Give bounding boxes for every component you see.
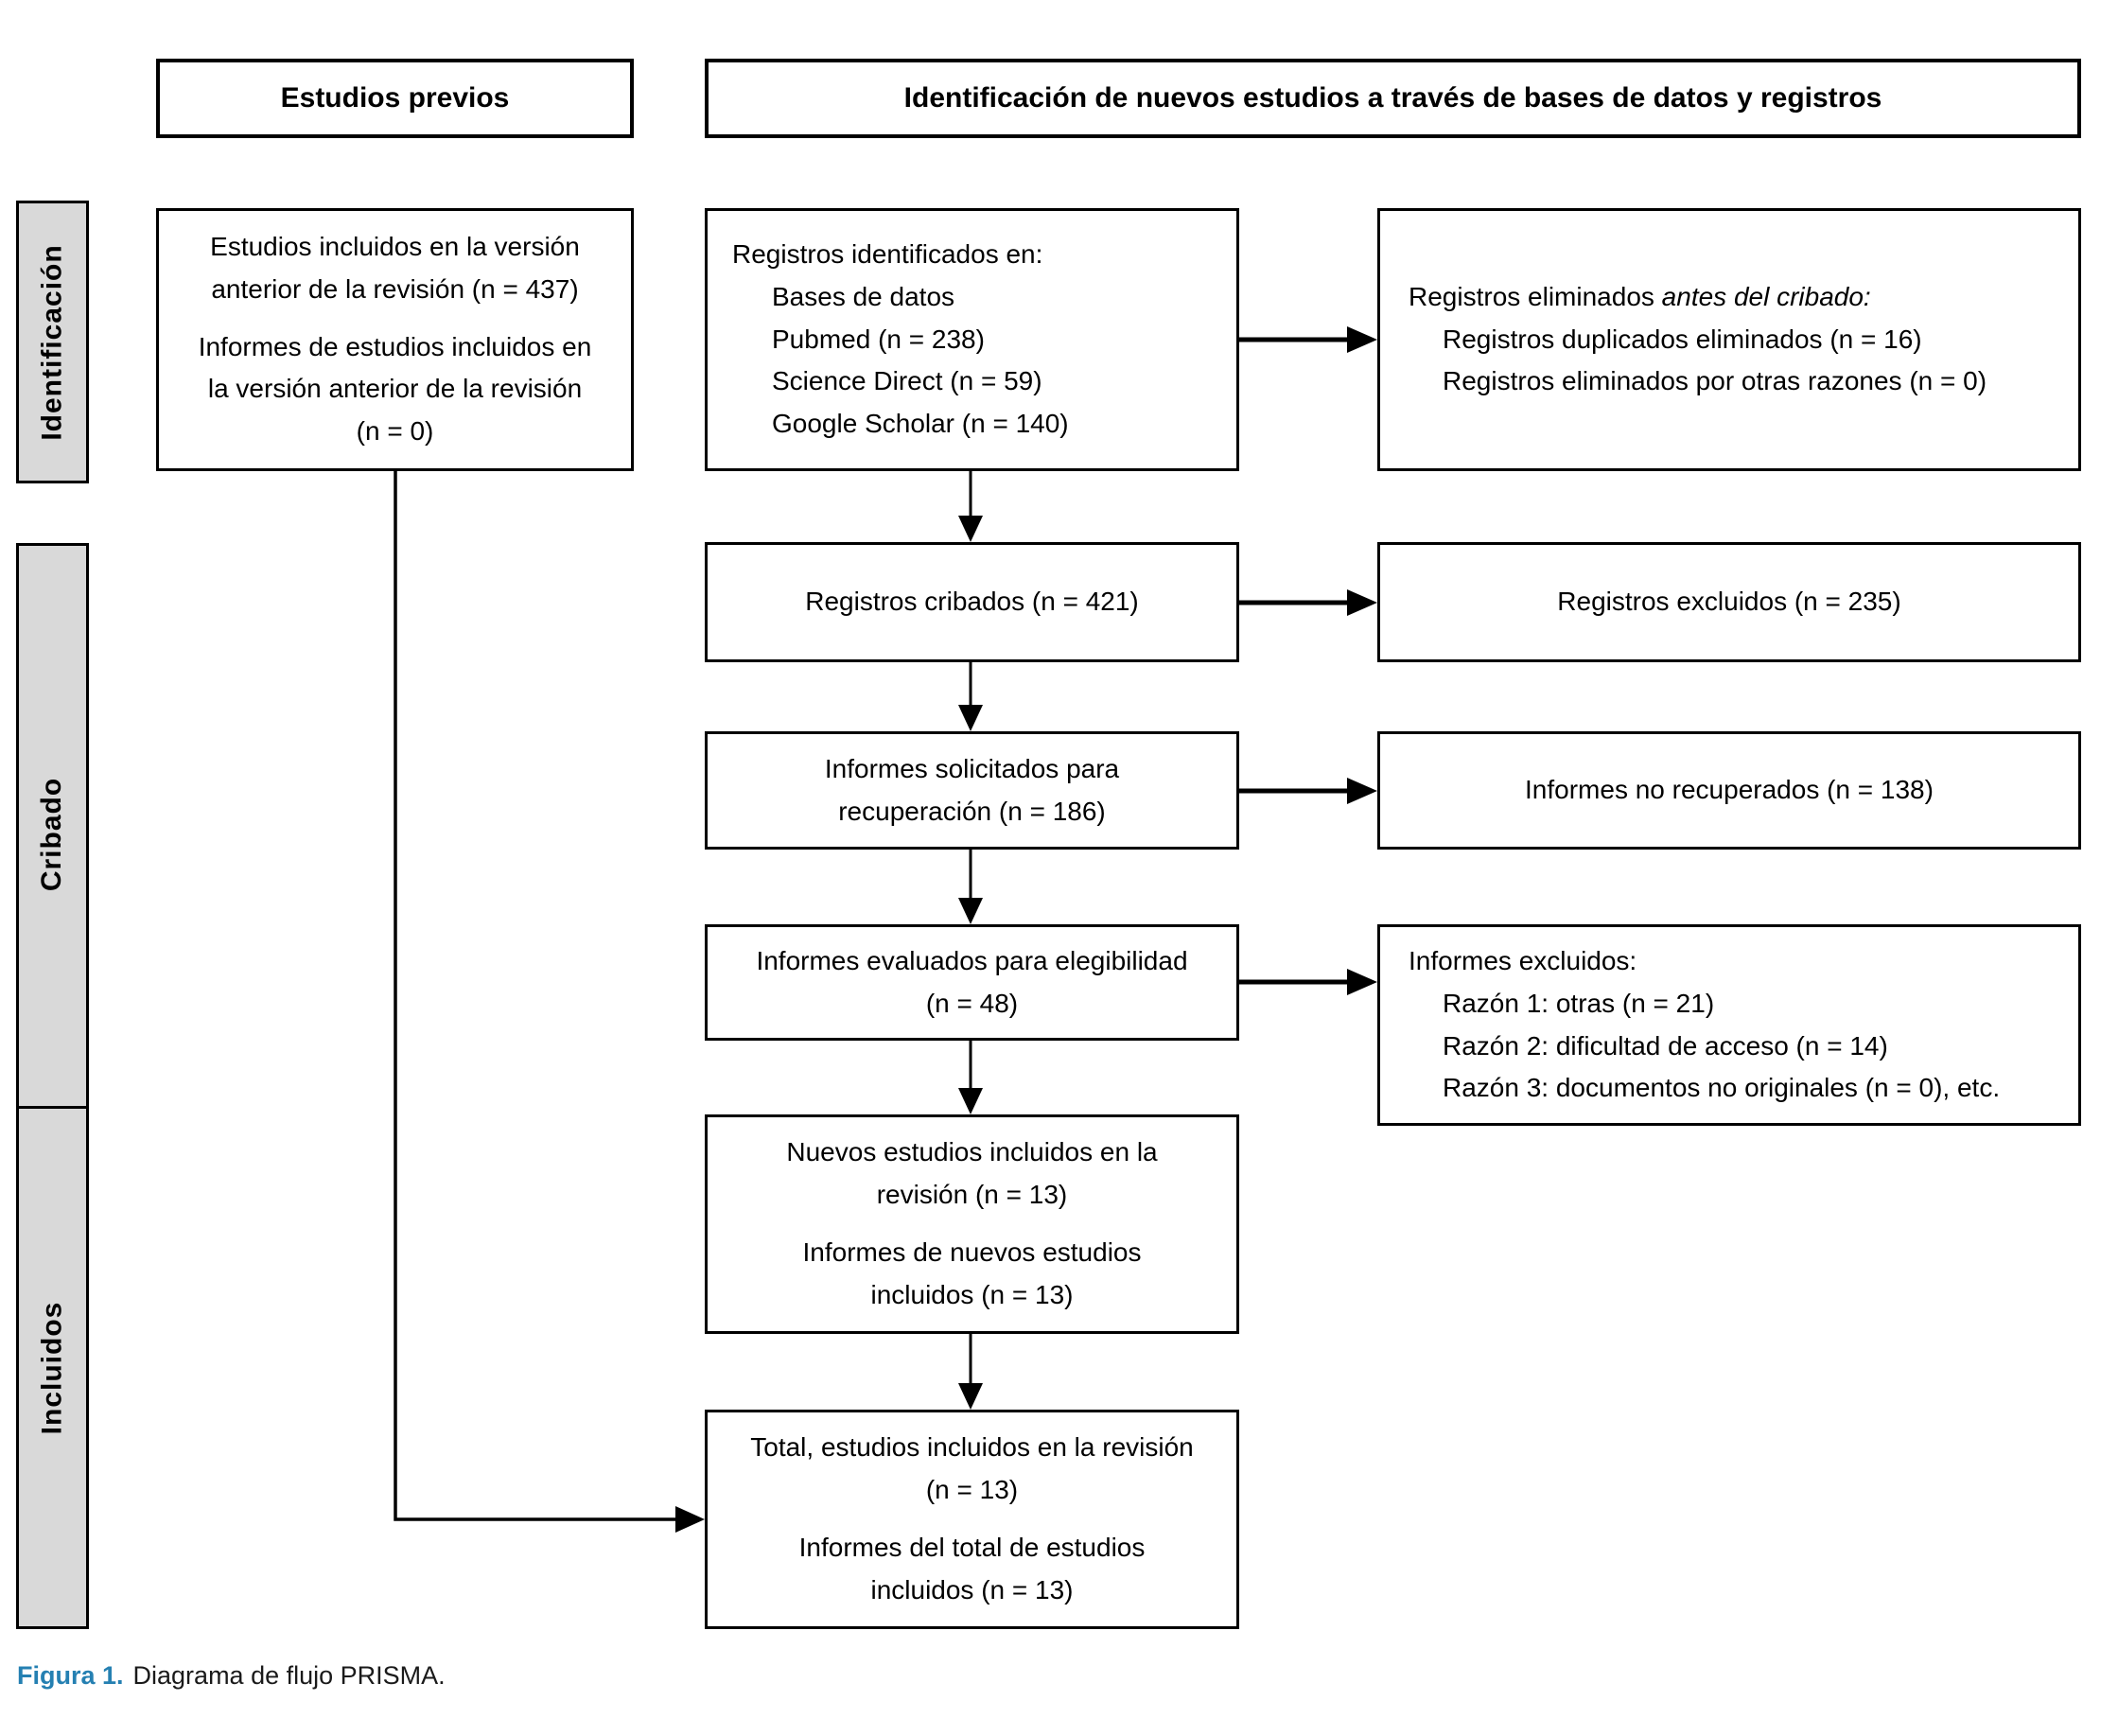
- stage-identification: Identificación: [16, 201, 89, 483]
- box-previous-studies: Estudios incluidos en la versión anterio…: [156, 208, 634, 471]
- box-records-identified: Registros identificados en: Bases de dat…: [705, 208, 1239, 471]
- new-studies-paragraph-1: Nuevos estudios incluidos en la revisión…: [786, 1137, 1158, 1210]
- records-removed-intro: Registros eliminados antes del cribado:: [1409, 276, 1871, 319]
- previous-studies-paragraph-1: Estudios incluidos en la versión anterio…: [210, 232, 580, 304]
- header-previous-studies-label: Estudios previos: [280, 82, 510, 114]
- header-previous-studies: Estudios previos: [156, 59, 634, 138]
- stage-screening: Cribado: [16, 543, 89, 1126]
- stage-identification-label: Identificación: [36, 243, 68, 441]
- header-identification: Identificación de nuevos estudios a trav…: [705, 59, 2081, 138]
- right-arrow: [1239, 326, 1377, 995]
- records-identified-item: Science Direct (n = 59): [772, 366, 1042, 396]
- stage-screening-label: Cribado: [36, 777, 68, 892]
- records-identified-item: Google Scholar (n = 140): [772, 409, 1069, 439]
- box-reports-excluded: Informes excluidos: Razón 1: otras (n = …: [1377, 924, 2081, 1126]
- records-screened-label: Registros cribados (n = 421): [805, 587, 1139, 617]
- reports-excluded-item: Razón 1: otras (n = 21): [1443, 988, 1715, 1018]
- new-studies-paragraph-2: Informes de nuevos estudios incluidos (n…: [802, 1237, 1142, 1309]
- records-removed-item: Registros duplicados eliminados (n = 16): [1443, 324, 1922, 354]
- stage-included-label: Incluidos: [36, 1301, 68, 1434]
- box-reports-sought: Informes solicitados para recuperación (…: [705, 731, 1239, 850]
- box-reports-not-retrieved: Informes no recuperados (n = 138): [1377, 731, 2081, 850]
- reports-sought-label: Informes solicitados para recuperación (…: [824, 753, 1120, 826]
- box-records-excluded: Registros excluidos (n = 235): [1377, 542, 2081, 662]
- elbow-arrow: [394, 471, 705, 1533]
- reports-excluded-intro: Informes excluidos:: [1409, 945, 1637, 975]
- reports-not-retrieved-label: Informes no recuperados (n = 138): [1525, 775, 1934, 805]
- records-excluded-label: Registros excluidos (n = 235): [1557, 587, 1901, 617]
- records-removed-prefix: Registros eliminados: [1409, 281, 1662, 311]
- box-records-screened: Registros cribados (n = 421): [705, 542, 1239, 662]
- box-records-removed: Registros eliminados antes del cribado: …: [1377, 208, 2081, 471]
- records-removed-italic: antes del cribado:: [1661, 281, 1871, 311]
- box-reports-assessed: Informes evaluados para elegibilidad (n …: [705, 924, 1239, 1041]
- figure-caption-text: Diagrama de flujo PRISMA.: [132, 1661, 446, 1690]
- reports-excluded-item: Razón 2: dificultad de acceso (n = 14): [1443, 1030, 1888, 1061]
- previous-studies-paragraph-2: Informes de estudios incluidos en la ver…: [198, 331, 592, 447]
- records-identified-item: Pubmed (n = 238): [772, 324, 985, 354]
- records-removed-item: Registros eliminados por otras razones (…: [1443, 366, 1987, 396]
- box-new-studies: Nuevos estudios incluidos en la revisión…: [705, 1114, 1239, 1334]
- header-identification-label: Identificación de nuevos estudios a trav…: [903, 82, 1882, 114]
- reports-assessed-label: Informes evaluados para elegibilidad (n …: [756, 945, 1188, 1018]
- records-identified-intro: Registros identificados en:: [732, 239, 1043, 269]
- box-total-studies: Total, estudios incluidos en la revisión…: [705, 1410, 1239, 1629]
- figure-caption-label: Figura 1.: [17, 1661, 124, 1690]
- total-studies-paragraph-1: Total, estudios incluidos en la revisión…: [750, 1432, 1194, 1505]
- figure-caption: Figura 1. Diagrama de flujo PRISMA.: [17, 1661, 446, 1691]
- records-identified-item: Bases de datos: [772, 281, 955, 311]
- reports-excluded-item: Razón 3: documentos no originales (n = 0…: [1443, 1073, 2001, 1103]
- total-studies-paragraph-2: Informes del total de estudios incluidos…: [798, 1533, 1146, 1604]
- stage-included: Incluidos: [16, 1106, 89, 1629]
